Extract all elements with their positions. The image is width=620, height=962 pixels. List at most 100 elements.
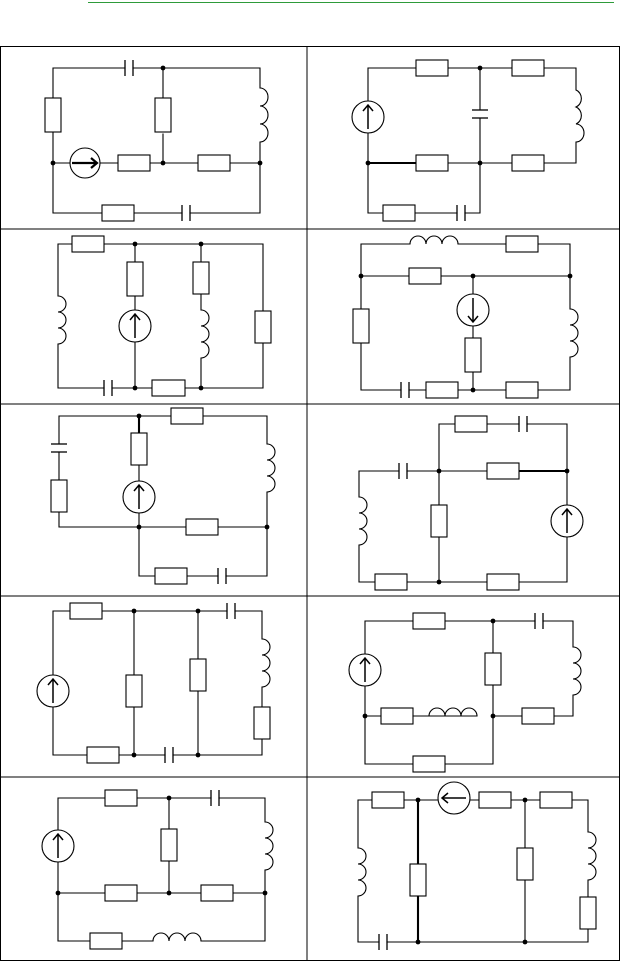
resistor bbox=[415, 154, 449, 172]
resistor bbox=[516, 847, 534, 881]
circuit-4b bbox=[348, 612, 582, 773]
wires bbox=[52, 610, 263, 756]
wires bbox=[58, 415, 268, 577]
junction-dot bbox=[415, 797, 421, 803]
resistor bbox=[412, 755, 446, 773]
resistor bbox=[409, 863, 427, 897]
resistor bbox=[154, 97, 172, 133]
resistor bbox=[151, 379, 186, 397]
junction-dot bbox=[477, 65, 483, 71]
circuit-1b bbox=[351, 59, 585, 222]
resistor bbox=[511, 59, 545, 77]
wires bbox=[357, 799, 589, 943]
resistor bbox=[101, 204, 135, 222]
wires bbox=[367, 67, 577, 214]
current-source bbox=[41, 829, 75, 863]
current-source bbox=[122, 480, 156, 514]
capacitor bbox=[456, 205, 466, 221]
junction-dot bbox=[166, 890, 172, 896]
resistor bbox=[44, 97, 62, 133]
inductor bbox=[266, 443, 276, 493]
resistor bbox=[185, 518, 219, 536]
resistor bbox=[104, 789, 138, 807]
wires bbox=[364, 620, 574, 765]
capacitor bbox=[181, 205, 191, 221]
wires bbox=[57, 243, 264, 389]
capacitor bbox=[124, 60, 134, 76]
resistor bbox=[200, 884, 234, 902]
capacitor bbox=[400, 382, 410, 398]
inductor bbox=[200, 309, 210, 359]
resistor bbox=[371, 791, 405, 809]
junction-dot bbox=[55, 890, 61, 896]
capacitor bbox=[534, 613, 544, 629]
inductor bbox=[409, 235, 459, 245]
current-source bbox=[348, 653, 382, 687]
resistor bbox=[486, 573, 520, 591]
capacitor bbox=[398, 463, 408, 479]
resistor bbox=[126, 261, 144, 297]
resistor bbox=[125, 674, 143, 708]
circuit-2b bbox=[352, 235, 579, 399]
inductor bbox=[428, 707, 478, 717]
resistor bbox=[253, 706, 271, 740]
resistor bbox=[130, 432, 148, 466]
junction-dot bbox=[436, 468, 442, 474]
resistor bbox=[505, 381, 539, 399]
resistor bbox=[478, 791, 512, 809]
junction-dot bbox=[50, 160, 56, 166]
junction-dot bbox=[195, 752, 201, 758]
resistor bbox=[89, 932, 123, 950]
junction-dot bbox=[132, 241, 138, 247]
frame-border bbox=[0, 46, 620, 961]
resistor bbox=[254, 310, 272, 344]
capacitor bbox=[210, 790, 220, 806]
current-source bbox=[456, 293, 490, 327]
junction-dot bbox=[160, 160, 166, 166]
resistor bbox=[352, 308, 370, 344]
resistor bbox=[464, 337, 482, 373]
junction-dot bbox=[262, 890, 268, 896]
junction-dot bbox=[470, 387, 476, 393]
resistor bbox=[380, 707, 414, 725]
junction-dot bbox=[136, 413, 142, 419]
junction-dot bbox=[365, 160, 371, 166]
junction-dot bbox=[160, 65, 166, 71]
resistor bbox=[505, 235, 539, 253]
resistor bbox=[71, 235, 105, 253]
current-source bbox=[550, 504, 584, 538]
resistor bbox=[539, 791, 573, 809]
resistor bbox=[412, 612, 446, 630]
capacitor bbox=[226, 603, 236, 619]
capacitor bbox=[103, 380, 113, 396]
inductor bbox=[358, 496, 368, 546]
junction-dot bbox=[358, 273, 364, 279]
resistor bbox=[189, 658, 207, 692]
junction-dot bbox=[198, 241, 204, 247]
resistor bbox=[86, 746, 120, 764]
circuit-3b bbox=[358, 415, 584, 591]
junction-dot bbox=[415, 939, 421, 945]
junction-dot bbox=[131, 608, 137, 614]
resistor bbox=[160, 828, 178, 862]
inductor bbox=[264, 821, 274, 871]
capacitor bbox=[518, 416, 528, 432]
resistor bbox=[486, 462, 520, 480]
junction-dot bbox=[131, 752, 137, 758]
inductor bbox=[587, 831, 597, 881]
junction-dot bbox=[436, 579, 442, 585]
current-source bbox=[351, 100, 385, 134]
resistor bbox=[197, 154, 231, 172]
junction-dot bbox=[136, 524, 142, 530]
inductor bbox=[357, 847, 367, 897]
inductor bbox=[569, 308, 579, 358]
circuit-3a bbox=[50, 407, 276, 585]
resistor bbox=[425, 381, 459, 399]
resistor bbox=[50, 479, 68, 513]
wires bbox=[52, 67, 261, 214]
wires bbox=[57, 797, 266, 942]
capacitor bbox=[378, 934, 388, 950]
inductor bbox=[259, 87, 269, 143]
resistor bbox=[374, 573, 408, 591]
